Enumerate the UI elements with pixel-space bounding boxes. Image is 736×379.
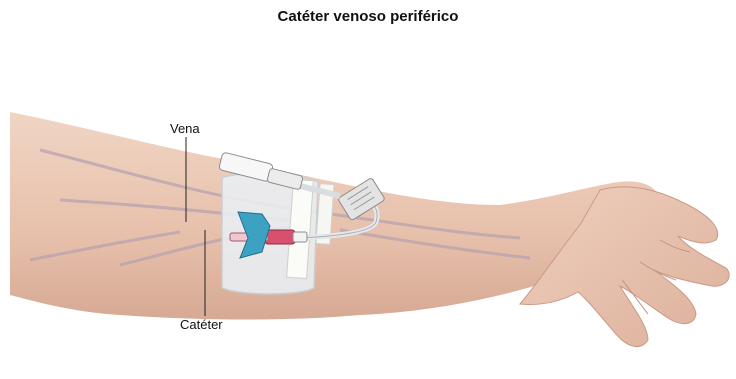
label-cateter: Catéter	[180, 317, 223, 332]
label-vena: Vena	[170, 121, 200, 136]
